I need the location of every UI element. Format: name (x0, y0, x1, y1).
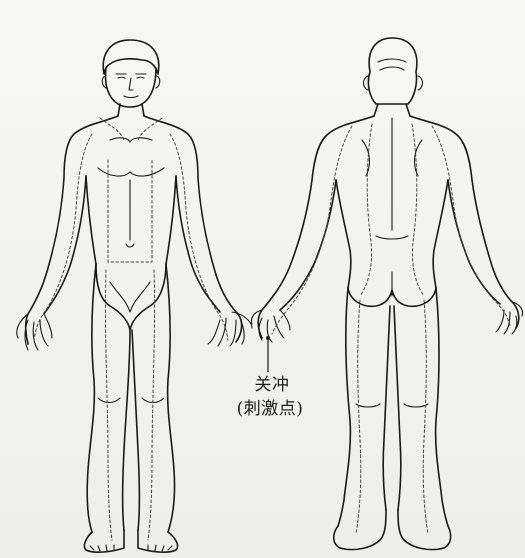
front-body-figure (17, 40, 252, 552)
point-marker (266, 336, 270, 340)
point-name-label: 关冲 (232, 374, 312, 396)
back-meridian-lines (272, 124, 510, 534)
point-note-label: (刺激点) (220, 398, 320, 420)
back-body-figure (251, 38, 522, 550)
